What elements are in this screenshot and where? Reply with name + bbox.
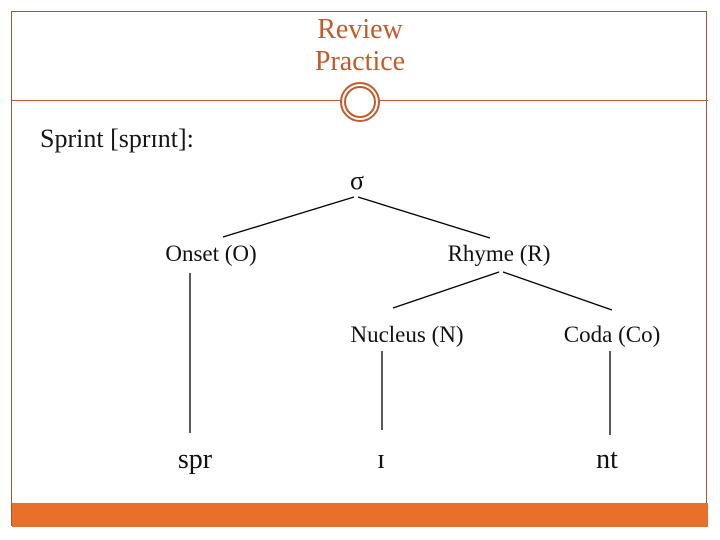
tree-node-rhyme: Rhyme (R) xyxy=(447,241,551,266)
tree-node-syllable: σ xyxy=(349,166,365,195)
title-line-2: Practice xyxy=(314,46,406,77)
bottom-accent-bar xyxy=(12,503,708,527)
tree-node-coda: Coda (Co) xyxy=(563,322,661,347)
tree-leaf-onset-segments: spr xyxy=(177,444,213,475)
slide-title: Review Practice xyxy=(0,14,720,78)
tree-leaf-nucleus-segment: ɪ xyxy=(377,444,385,475)
word-heading: Sprint [sprɪnt]: xyxy=(40,124,194,153)
ring-ornament-icon xyxy=(340,82,380,122)
tree-node-onset: Onset (O) xyxy=(165,241,257,266)
tree-node-nucleus: Nucleus (N) xyxy=(350,322,464,347)
title-line-1: Review xyxy=(317,14,403,45)
tree-leaf-coda-segments: nt xyxy=(596,444,618,475)
